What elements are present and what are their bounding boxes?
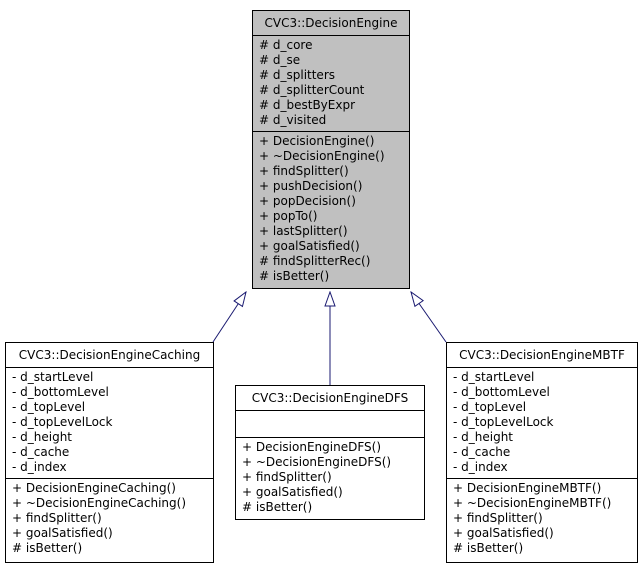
class-attributes-section: # d_core # d_se # d_splitters # d_splitt… <box>253 36 409 132</box>
attribute-row: - d_cache <box>453 445 511 459</box>
method-row: + popTo() <box>259 209 318 223</box>
class-title: CVC3::DecisionEngineCaching <box>6 343 213 368</box>
method-row: + ~DecisionEngineDFS() <box>242 455 392 469</box>
method-row: + popDecision() <box>259 194 356 208</box>
method-row: + pushDecision() <box>259 179 363 193</box>
method-row: + DecisionEngineDFS() <box>242 440 381 454</box>
class-methods-section: + DecisionEngine() + ~DecisionEngine() +… <box>253 132 409 288</box>
attribute-row: - d_topLevel <box>12 400 86 414</box>
attribute-row: - d_index <box>12 460 67 474</box>
method-row: + ~DecisionEngineMBTF() <box>453 496 612 510</box>
class-methods-section: + DecisionEngineCaching() + ~DecisionEng… <box>6 479 213 562</box>
attribute-row: # d_splitterCount <box>259 83 365 97</box>
attribute-row: - d_index <box>453 460 508 474</box>
class-node-decision-engine-mbtf[interactable]: CVC3::DecisionEngineMBTF - d_startLevel … <box>446 342 638 563</box>
attribute-row: - d_bottomLevel <box>453 385 550 399</box>
class-methods-section: + DecisionEngineDFS() + ~DecisionEngineD… <box>236 438 424 519</box>
method-row: + DecisionEngineMBTF() <box>453 481 602 495</box>
attribute-row: - d_bottomLevel <box>12 385 109 399</box>
method-row: + DecisionEngineCaching() <box>12 481 176 495</box>
inheritance-edge-caching <box>212 292 246 343</box>
attribute-row: # d_splitters <box>259 68 336 82</box>
attribute-row: # d_core <box>259 38 313 52</box>
attribute-row: # d_se <box>259 53 301 67</box>
class-title: CVC3::DecisionEngineMBTF <box>447 343 637 368</box>
method-row: + ~DecisionEngine() <box>259 149 385 163</box>
attribute-row: - d_topLevelLock <box>453 415 554 429</box>
class-attributes-section <box>236 411 424 438</box>
class-title: CVC3::DecisionEngineDFS <box>236 386 424 411</box>
method-row: + findSplitter() <box>453 511 543 525</box>
class-node-decision-engine-dfs[interactable]: CVC3::DecisionEngineDFS + DecisionEngine… <box>235 385 425 520</box>
method-row: + goalSatisfied() <box>12 526 113 540</box>
method-row: + DecisionEngine() <box>259 134 375 148</box>
attribute-row: - d_height <box>453 430 514 444</box>
method-row: # isBetter() <box>12 541 83 555</box>
method-row: # findSplitterRec() <box>259 254 371 268</box>
attribute-row: - d_cache <box>12 445 70 459</box>
method-row: + findSplitter() <box>242 470 332 484</box>
method-row: + findSplitter() <box>12 511 102 525</box>
method-row: # isBetter() <box>453 541 524 555</box>
attribute-row: - d_startLevel <box>453 370 535 384</box>
method-row: # isBetter() <box>242 500 313 514</box>
method-row: + goalSatisfied() <box>259 239 360 253</box>
inheritance-edge-mbtf <box>411 292 447 343</box>
method-row: + lastSplitter() <box>259 224 348 238</box>
method-row: + findSplitter() <box>259 164 349 178</box>
attribute-row: # d_bestByExpr <box>259 98 356 112</box>
method-row: # isBetter() <box>259 269 330 283</box>
class-methods-section: + DecisionEngineMBTF() + ~DecisionEngine… <box>447 479 637 562</box>
class-attributes-section: - d_startLevel - d_bottomLevel - d_topLe… <box>447 368 637 479</box>
method-row: + goalSatisfied() <box>242 485 343 499</box>
class-title: CVC3::DecisionEngine <box>253 11 409 36</box>
class-node-decision-engine-caching[interactable]: CVC3::DecisionEngineCaching - d_startLev… <box>5 342 214 563</box>
method-row: + ~DecisionEngineCaching() <box>12 496 186 510</box>
method-row: + goalSatisfied() <box>453 526 554 540</box>
attribute-row: - d_topLevel <box>453 400 527 414</box>
attribute-row: - d_topLevelLock <box>12 415 113 429</box>
class-node-decision-engine[interactable]: CVC3::DecisionEngine # d_core # d_se # d… <box>252 10 410 289</box>
attribute-row: - d_startLevel <box>12 370 94 384</box>
class-attributes-section: - d_startLevel - d_bottomLevel - d_topLe… <box>6 368 213 479</box>
attribute-row: # d_visited <box>259 113 327 127</box>
attribute-row: - d_height <box>12 430 73 444</box>
